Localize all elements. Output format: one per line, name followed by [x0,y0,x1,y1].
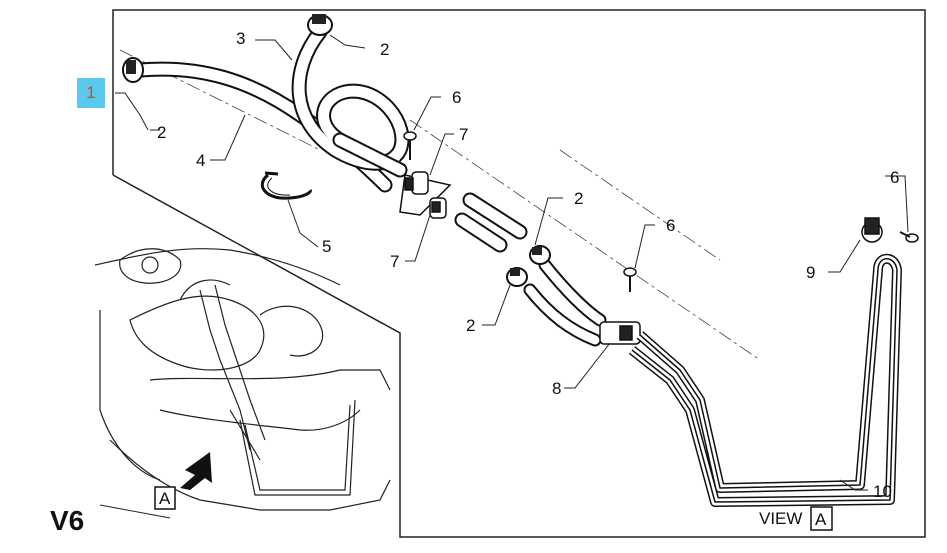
diagram-frame [112,9,926,538]
view-a-box [810,506,833,531]
clamp-mid-upper [529,245,551,265]
connector-8 [599,321,641,345]
callout-6-left: 6 [452,88,461,107]
callout-2-top: 2 [380,40,389,59]
callout-7-top: 7 [459,125,468,144]
bracket-7 [399,171,452,219]
callout-7-bottom: 7 [390,252,399,271]
hose-3 [291,24,410,178]
hose-segments-middle [454,192,607,347]
callout-8: 8 [552,379,561,398]
callout-6-mid: 6 [666,216,675,235]
arrow-label-letter: A [159,489,171,508]
callout-5: 5 [322,237,331,256]
screw-6-mid [623,267,637,292]
callout-2-lower: 2 [466,316,475,335]
callout-1-highlighted[interactable]: 1 [86,83,96,102]
screw-6-left [403,131,417,160]
callout-2-mid: 2 [574,189,583,208]
callout-9: 9 [806,263,815,282]
engine-label: V6 [50,505,84,536]
callout-4: 4 [196,151,205,170]
callout-10: 10 [873,482,892,501]
view-arrow [154,452,212,510]
view-label: VIEW [759,509,802,528]
clamp-top [307,14,333,36]
callout-3: 3 [236,29,245,48]
view-line [99,504,171,519]
callout-2-left: 2 [157,123,166,142]
view-label-letter: A [815,510,827,529]
clamp-mid-lower [506,267,528,287]
retaining-ring-5 [260,171,312,200]
cooler-pipes-10 [628,253,902,507]
highlight-box [77,78,105,108]
leader-lines [115,34,909,491]
clamp-left [122,57,144,83]
clip-9 [861,217,883,243]
screw-6-right [899,231,919,243]
callout-6-right: 6 [890,168,899,187]
engine-bay-view [94,248,391,511]
